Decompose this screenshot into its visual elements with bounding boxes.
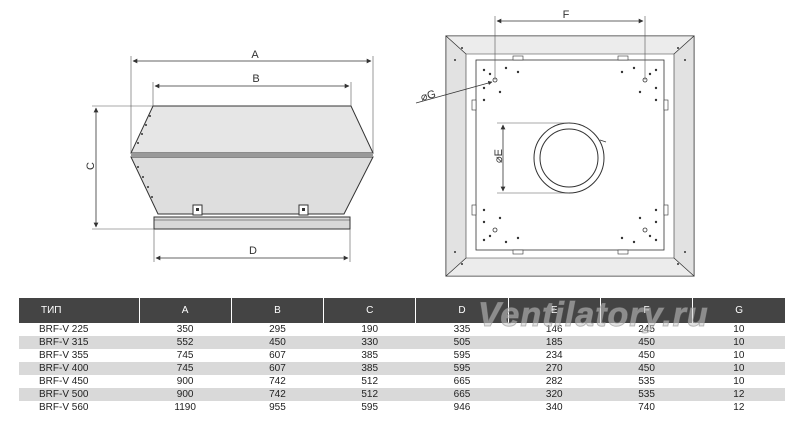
value-cell: 270 <box>508 362 601 375</box>
value-cell: 385 <box>323 349 416 362</box>
technical-drawing: A B C D <box>85 9 695 277</box>
value-cell: 320 <box>508 388 601 401</box>
value-cell: 595 <box>415 362 509 375</box>
column-header: D <box>415 298 509 323</box>
value-cell: 607 <box>231 362 324 375</box>
value-cell: 234 <box>508 349 601 362</box>
model-cell: BRF-V 355 <box>19 349 139 362</box>
model-cell: BRF-V 225 <box>19 323 139 336</box>
column-header: C <box>323 298 416 323</box>
value-cell: 10 <box>692 349 785 362</box>
column-header: A <box>138 298 232 323</box>
fan-base <box>153 216 351 230</box>
value-cell: 595 <box>323 401 416 414</box>
model-cell: BRF-V 400 <box>19 362 139 375</box>
value-cell: 512 <box>323 375 416 388</box>
dimension-a-label: A <box>251 49 259 61</box>
dimension-g-label: ⌀G <box>419 88 437 104</box>
value-cell: 335 <box>415 323 509 336</box>
value-cell: 665 <box>415 375 509 388</box>
value-cell: 282 <box>508 375 601 388</box>
value-cell: 946 <box>415 401 509 414</box>
column-header: ТИП <box>19 298 139 323</box>
value-cell: 385 <box>323 362 416 375</box>
value-cell: 900 <box>139 388 232 401</box>
value-cell: 12 <box>692 388 785 401</box>
side-view: A B C D <box>85 49 374 262</box>
value-cell: 450 <box>600 362 693 375</box>
fan-hood-bottom <box>130 156 374 215</box>
value-cell: 350 <box>139 323 232 336</box>
dimension-b-label: B <box>252 73 259 85</box>
dimension-c-label: C <box>85 162 97 170</box>
dimension-e-label: ⌀E <box>493 149 505 163</box>
column-header: G <box>692 298 785 323</box>
value-cell: 295 <box>231 323 324 336</box>
table-header-row: ТИП A B C D E F G <box>19 298 785 323</box>
value-cell: 450 <box>600 336 693 349</box>
value-cell: 10 <box>692 362 785 375</box>
value-cell: 10 <box>692 336 785 349</box>
model-cell: BRF-V 500 <box>19 388 139 401</box>
value-cell: 245 <box>600 323 693 336</box>
value-cell: 340 <box>508 401 601 414</box>
dimension-f-label: F <box>563 9 570 21</box>
top-view: ⌀E F ⌀G <box>415 9 695 277</box>
value-cell: 665 <box>415 388 509 401</box>
value-cell: 535 <box>600 388 693 401</box>
value-cell: 505 <box>415 336 509 349</box>
value-cell: 330 <box>323 336 416 349</box>
value-cell: 190 <box>323 323 416 336</box>
value-cell: 10 <box>692 323 785 336</box>
value-cell: 900 <box>139 375 232 388</box>
value-cell: 450 <box>231 336 324 349</box>
value-cell: 745 <box>139 362 232 375</box>
model-cell: BRF-V 560 <box>19 401 139 414</box>
value-cell: 742 <box>231 388 324 401</box>
value-cell: 512 <box>323 388 416 401</box>
value-cell: 450 <box>600 349 693 362</box>
value-cell: 12 <box>692 401 785 414</box>
model-cell: BRF-V 450 <box>19 375 139 388</box>
column-header: E <box>507 298 601 323</box>
column-header: B <box>230 298 324 323</box>
value-cell: 595 <box>415 349 509 362</box>
value-cell: 742 <box>231 375 324 388</box>
value-cell: 740 <box>600 401 693 414</box>
model-cell: BRF-V 315 <box>19 336 139 349</box>
value-cell: 745 <box>139 349 232 362</box>
value-cell: 1190 <box>139 401 232 414</box>
fan-hood-top <box>130 105 374 154</box>
value-cell: 535 <box>600 375 693 388</box>
column-header: F <box>599 298 693 323</box>
value-cell: 185 <box>508 336 601 349</box>
value-cell: 146 <box>508 323 601 336</box>
dimension-d-label: D <box>249 245 257 257</box>
value-cell: 955 <box>231 401 324 414</box>
value-cell: 607 <box>231 349 324 362</box>
value-cell: 552 <box>139 336 232 349</box>
value-cell: 10 <box>692 375 785 388</box>
